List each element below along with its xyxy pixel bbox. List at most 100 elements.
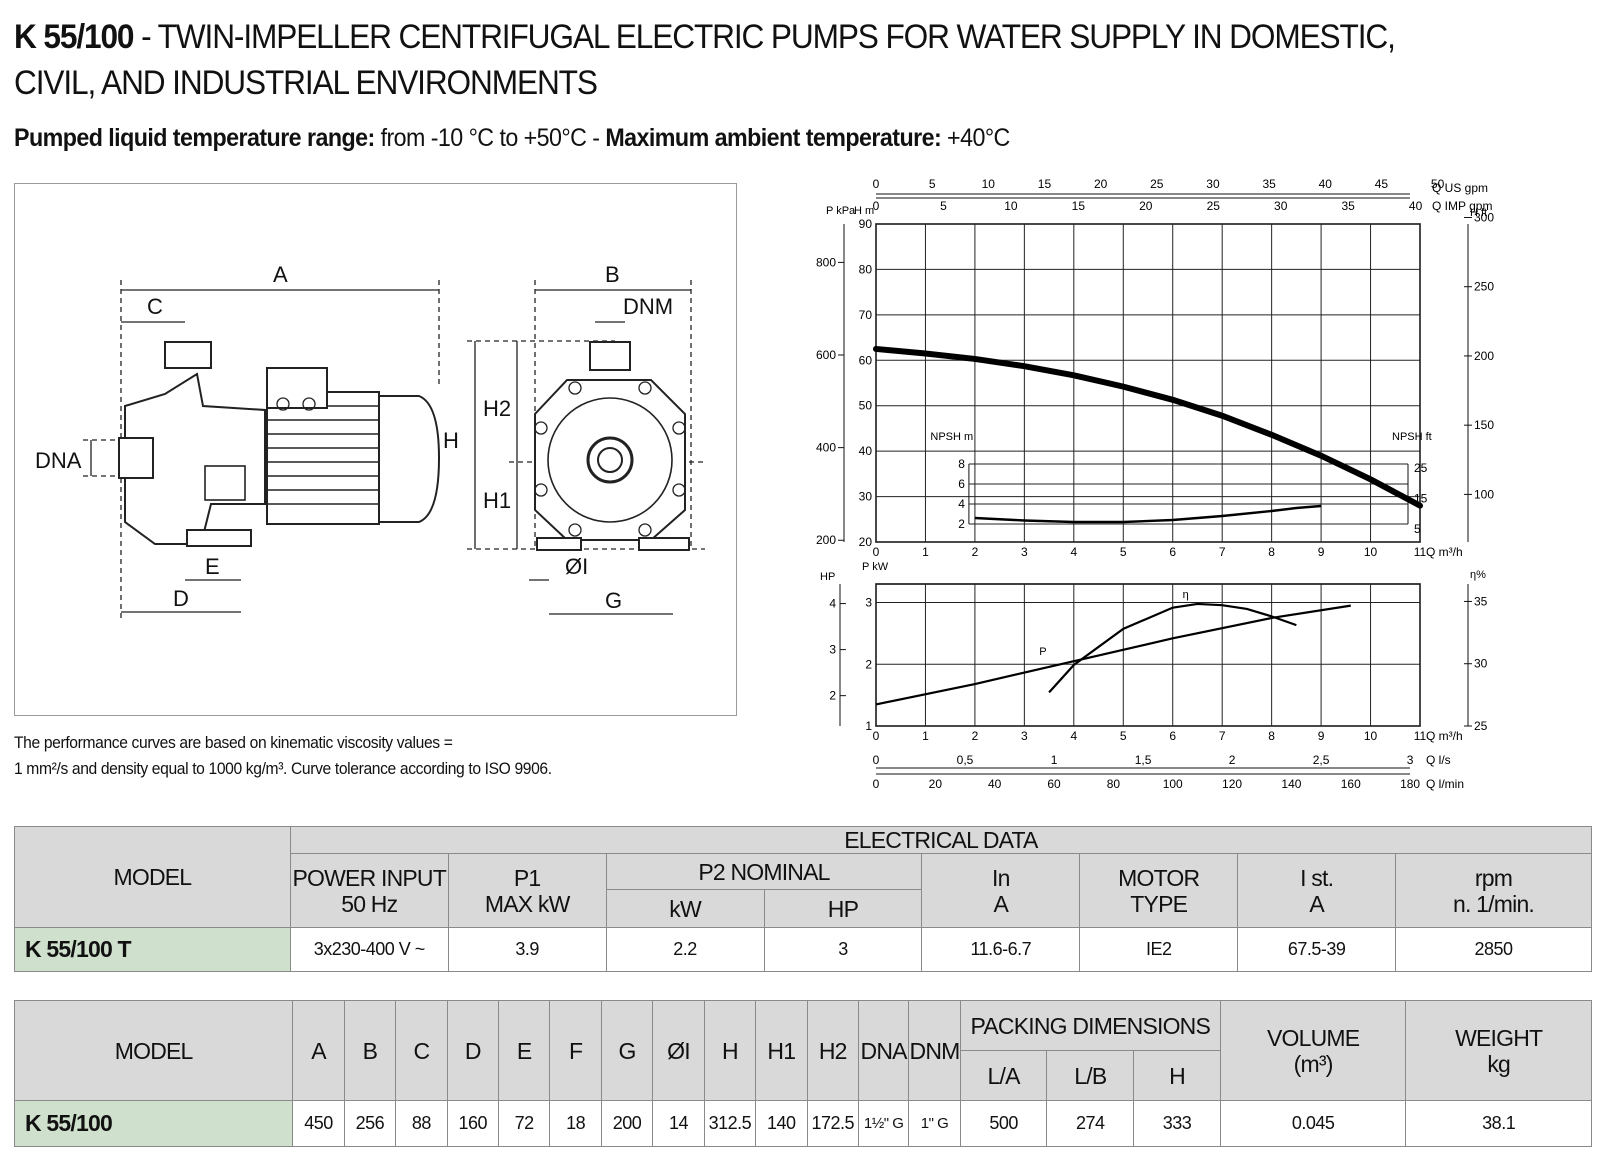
dim-label-h1: H1 xyxy=(483,488,511,513)
pump-drawing: A C B DNM H2 H H1 DNA E D ØI G xyxy=(35,262,705,620)
ist-header: I st.A xyxy=(1237,853,1397,928)
kpa-tick-label: 200 xyxy=(816,533,836,547)
packing-lb-header: L/B xyxy=(1046,1050,1135,1101)
eff-axis-label: η% xyxy=(1470,569,1486,581)
npsh-ft-tick-label: 25 xyxy=(1414,461,1428,475)
imp-gpm-tick-label: 10 xyxy=(1004,199,1018,213)
col-b-header: B xyxy=(343,1000,397,1101)
power-input-cell: 3x230-400 V ~ xyxy=(289,927,449,972)
hp-tick-label: 4 xyxy=(829,597,836,611)
head-y-tick-label: 70 xyxy=(859,308,873,322)
eff-tick-label: 25 xyxy=(1474,719,1488,733)
head-y-tick-label: 80 xyxy=(859,262,873,276)
npsh-m-axis-label: NPSH m xyxy=(930,431,973,443)
head-x-tick-label: 0 xyxy=(873,545,880,559)
dim-label-d: D xyxy=(173,586,189,611)
volume-header: VOLUME(m³) xyxy=(1219,1000,1407,1101)
kw-tick-label: 3 xyxy=(865,596,872,610)
npsh-m-tick-label: 4 xyxy=(958,497,965,511)
lmin-tick-label: 0 xyxy=(873,777,880,791)
ft-tick-label: 200 xyxy=(1474,349,1494,363)
ft-axis-label: H ft xyxy=(1470,207,1487,219)
lmin-tick-label: 20 xyxy=(929,777,943,791)
note-line-1: The performance curves are based on kine… xyxy=(14,733,453,752)
packing-dimensions-header: PACKING DIMENSIONS xyxy=(959,1000,1221,1051)
us-gpm-tick-label: 15 xyxy=(1038,177,1052,191)
model-header: MODEL xyxy=(14,826,291,928)
dim-label-a: A xyxy=(273,262,288,287)
ft-tick-label: 300 xyxy=(1474,210,1494,224)
imp-gpm-tick-label: 40 xyxy=(1409,199,1423,213)
npsh-curve xyxy=(974,504,1322,524)
ft-tick-label: 100 xyxy=(1474,487,1494,501)
head-x-tick-label: 3 xyxy=(1021,545,1028,559)
col-dna-cell: 1½" G xyxy=(857,1100,910,1147)
dim-label-g: G xyxy=(605,588,622,613)
kpa-tick-label: 800 xyxy=(816,255,836,269)
p2-kw-cell: 2.2 xyxy=(605,927,765,972)
col-dnm-header: DNM xyxy=(908,1000,961,1101)
head-chart-frame xyxy=(875,223,1421,543)
us-gpm-tick-label: 0 xyxy=(873,177,880,191)
us-gpm-tick-label: 35 xyxy=(1262,177,1276,191)
p2-kw-header: kW xyxy=(605,889,765,928)
head-curve xyxy=(873,345,1423,509)
p2-nominal-header: P2 NOMINAL xyxy=(605,853,923,890)
col-h1-cell: 140 xyxy=(755,1100,808,1147)
col-g-cell: 200 xyxy=(600,1100,654,1147)
lmin-tick-label: 60 xyxy=(1047,777,1061,791)
power-chart-frame xyxy=(875,583,1421,727)
efficiency-curve xyxy=(1048,602,1297,694)
note-line-2: 1 mm²/s and density equal to 1000 kg/m³.… xyxy=(14,759,552,778)
dim-label-dnm: DNM xyxy=(623,294,673,319)
packing-la-header: L/A xyxy=(959,1050,1048,1101)
packing-la-cell: 500 xyxy=(959,1100,1048,1147)
ls-tick-label: 2 xyxy=(1229,753,1236,767)
col-c-cell: 88 xyxy=(395,1100,448,1147)
dim-label-dna: DNA xyxy=(35,448,82,473)
imp-gpm-tick-label: 20 xyxy=(1139,199,1153,213)
us-gpm-tick-label: 50 xyxy=(1431,177,1445,191)
table-row: K 55/100 450 256 88 160 72 18 200 14 312… xyxy=(13,1100,1592,1147)
ft-tick-label: 250 xyxy=(1474,280,1494,294)
npsh-ft-axis-label: NPSH ft xyxy=(1392,431,1432,443)
power-curve xyxy=(875,604,1351,706)
us-gpm-tick-label: 40 xyxy=(1319,177,1333,191)
m3h-tick-label: 1 xyxy=(922,729,929,743)
lmin-tick-label: 80 xyxy=(1107,777,1121,791)
hp-axis-label: HP xyxy=(820,571,835,583)
ls-tick-label: 0 xyxy=(873,753,880,767)
col-dna-header: DNA xyxy=(857,1000,910,1101)
m3h-tick-label: 4 xyxy=(1070,729,1077,743)
dim-label-b: B xyxy=(605,262,620,287)
kw-tick-label: 1 xyxy=(865,719,872,733)
head-x-tick-label: 7 xyxy=(1219,545,1226,559)
col-g-header: G xyxy=(600,1000,654,1101)
us-gpm-tick-label: 5 xyxy=(929,177,936,191)
m3h-axis-label: Q m³/h xyxy=(1426,729,1463,743)
imp-gpm-tick-label: 35 xyxy=(1341,199,1355,213)
m3h-tick-label: 10 xyxy=(1364,729,1378,743)
col-d-header: D xyxy=(446,1000,499,1101)
lmin-tick-label: 40 xyxy=(988,777,1002,791)
head-x-tick-label: 4 xyxy=(1070,545,1077,559)
head-x-tick-label: 11 xyxy=(1414,545,1427,559)
hp-tick-label: 2 xyxy=(829,689,836,703)
imp-gpm-tick-label: 5 xyxy=(940,199,947,213)
lmin-axis-label: Q l/min xyxy=(1426,777,1464,791)
dim-model-header: MODEL xyxy=(13,1000,294,1101)
m3h-tick-label: 2 xyxy=(972,729,979,743)
us-gpm-axis-label: Q US gpm xyxy=(1432,181,1488,195)
dimensions-table: MODEL A B C D E F G ØI H H1 H2 DNA DNM P… xyxy=(13,1000,1592,1147)
weight-cell: 38.1 xyxy=(1405,1100,1592,1147)
page-title: K 55/100 - TWIN-IMPELLER CENTRIFUGAL ELE… xyxy=(14,14,1465,106)
kw-tick-label: 2 xyxy=(865,657,872,671)
in-cell: 11.6-6.7 xyxy=(921,927,1081,972)
p2-hp-cell: 3 xyxy=(763,927,923,972)
head-x-tick-label: 9 xyxy=(1318,545,1325,559)
temp-value: from -10 °C to +50°C - xyxy=(374,124,606,152)
ls-tick-label: 0,5 xyxy=(957,753,974,767)
